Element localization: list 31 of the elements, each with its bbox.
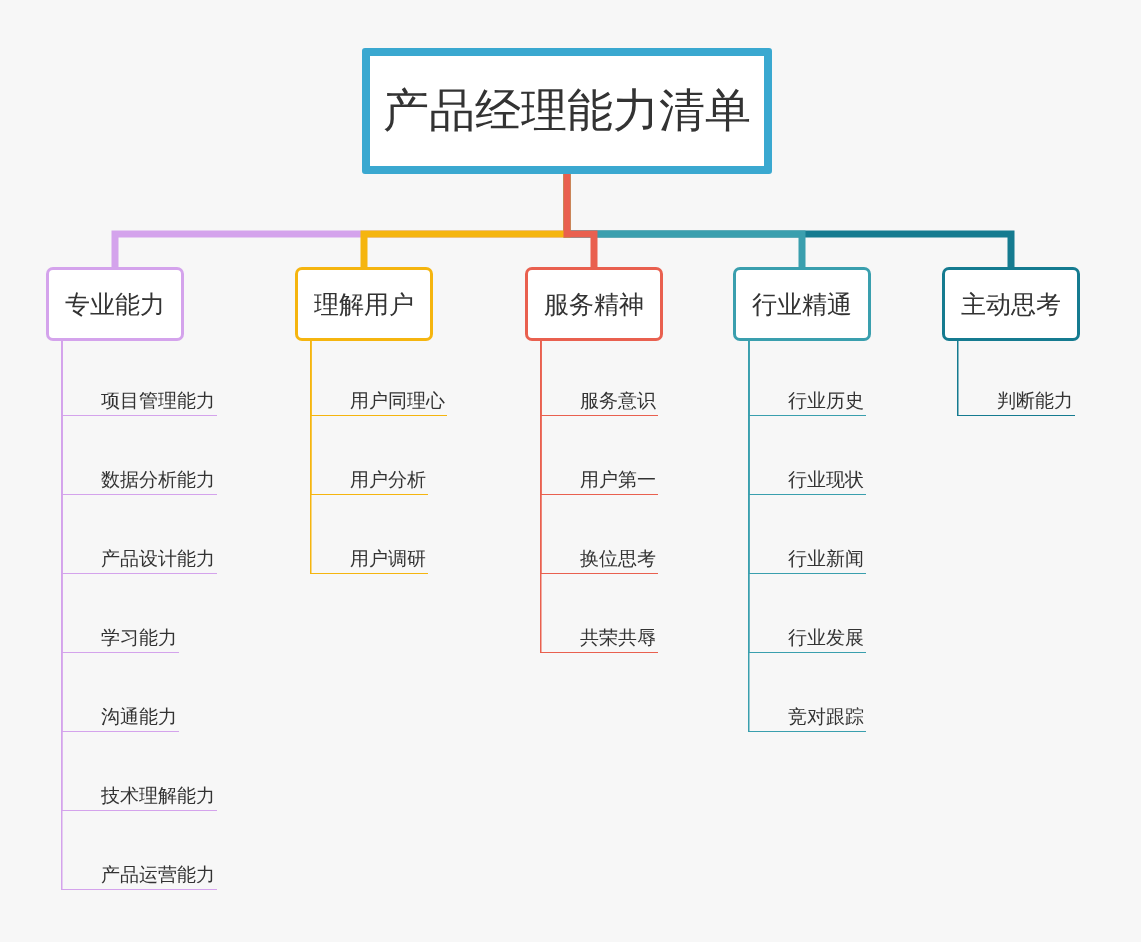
category-box: 理解用户	[295, 267, 433, 341]
list-item: 数据分析能力	[61, 465, 217, 495]
list-item: 用户第一	[540, 465, 658, 495]
connector-line	[563, 174, 598, 267]
list-item: 服务意识	[540, 386, 658, 416]
category-box: 行业精通	[733, 267, 871, 341]
list-item: 行业发展	[748, 623, 866, 653]
list-item: 产品运营能力	[61, 860, 217, 890]
category-box: 主动思考	[942, 267, 1080, 341]
list-item: 行业现状	[748, 465, 866, 495]
list-item: 竞对跟踪	[748, 702, 866, 732]
list-item: 判断能力	[957, 386, 1075, 416]
category-box: 专业能力	[46, 267, 184, 341]
title-box: 产品经理能力清单	[362, 48, 772, 174]
list-item: 用户分析	[310, 465, 428, 495]
list-item: 技术理解能力	[61, 781, 217, 811]
list-item: 换位思考	[540, 544, 658, 574]
list-item: 用户调研	[310, 544, 428, 574]
list-item: 学习能力	[61, 623, 179, 653]
connector-line	[957, 340, 959, 417]
list-item: 沟通能力	[61, 702, 179, 732]
list-item: 共荣共辱	[540, 623, 658, 653]
list-item: 项目管理能力	[61, 386, 217, 416]
list-item: 用户同理心	[310, 386, 447, 416]
list-item: 产品设计能力	[61, 544, 217, 574]
connector-line	[540, 340, 542, 654]
connector-line	[310, 340, 312, 575]
connector-line	[748, 340, 750, 733]
list-item: 行业历史	[748, 386, 866, 416]
category-box: 服务精神	[525, 267, 663, 341]
list-item: 行业新闻	[748, 544, 866, 574]
